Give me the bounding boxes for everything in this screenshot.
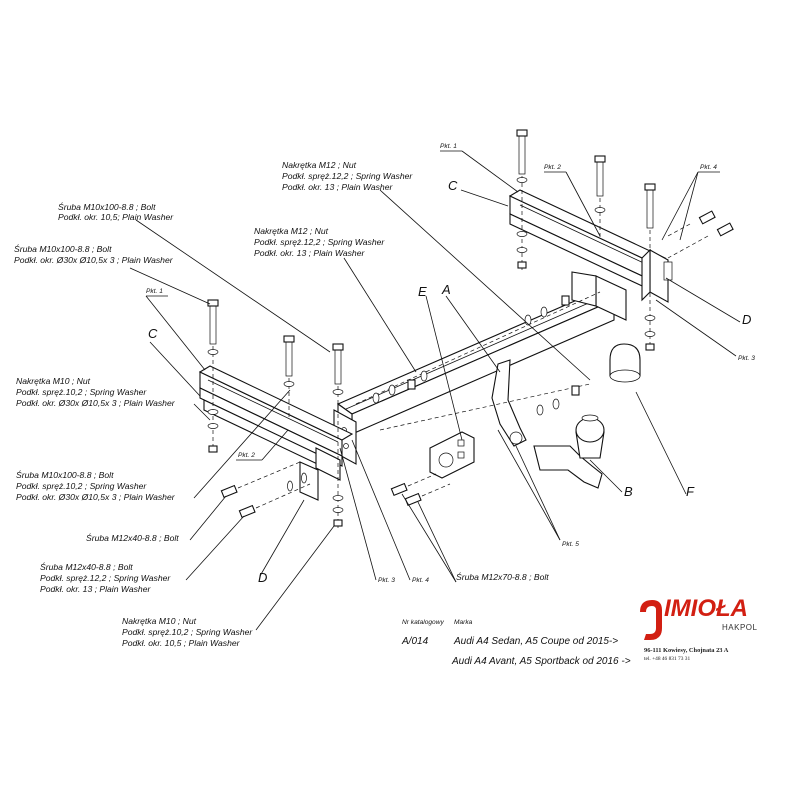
part-letter-e: E (418, 284, 427, 299)
part-letter-d-left: D (258, 570, 267, 585)
bracket-c-right (508, 189, 667, 293)
catalog-block: Nr katalogowy Marka A/014 Audi A4 Sedan,… (401, 619, 631, 667)
part-letter-f: F (686, 484, 695, 499)
bolts-m12x70 (390, 473, 451, 507)
nuts-crossbar (355, 291, 601, 431)
company-address: 96-111 Kowiesy, Chojnata 23 A (644, 647, 729, 654)
part-letter-d-right: D (742, 312, 751, 327)
pkt-1-label-left: Pkt. 1 (146, 288, 163, 295)
bolts-horizontal-right (667, 210, 734, 259)
bolts-vertical-left (207, 299, 344, 528)
catalog-number: A/014 (401, 636, 429, 647)
callout-nut-m10-bottom: Nakrętka M10 ; Nut Podkł. spręż.10,2 ; S… (122, 616, 253, 648)
svg-text:Podkł. spręż.10,2 ; Spring Was: Podkł. spręż.10,2 ; Spring Washer (122, 627, 253, 637)
socket-plate-e (429, 431, 475, 479)
catalog-nr-label: Nr katalogowy (402, 619, 444, 626)
svg-text:Nakrętka M12 ; Nut: Nakrętka M12 ; Nut (282, 160, 357, 170)
bolts-vertical-right (516, 129, 656, 351)
callout-bolt-m10-low: Śruba M10x100-8.8 ; Bolt Podkł. spręż.10… (16, 469, 176, 502)
catalog-vehicle-line-2: Audi A4 Avant, A5 Sportback od 2016 -> (451, 656, 631, 667)
side-plate-d-right (641, 248, 673, 303)
pkt-4-label-bottom: Pkt. 4 (412, 577, 429, 584)
callout-bolt-m12x40-b: Śruba M12x40-8.8 ; Bolt Podkł. spręż.12,… (40, 561, 171, 594)
company-phone: tel. +48 46 831 73 31 (644, 656, 690, 662)
reference-labels: Pkt. 1 Pkt. 2 Pkt. 4 Pkt. 3 Pkt. 1 Pkt. … (146, 143, 755, 585)
svg-text:Nakrętka M10 ; Nut: Nakrętka M10 ; Nut (16, 376, 91, 386)
ball-cap-f (609, 343, 641, 383)
callout-bolt-m12x70: Śruba M12x70-8.8 ; Bolt (456, 571, 549, 582)
svg-text:Podkł. okr. 13 ; Plain Washer: Podkł. okr. 13 ; Plain Washer (40, 584, 151, 594)
pkt-5-label: Pkt. 5 (562, 541, 579, 548)
svg-text:Podkł. spręż.12,2 ; Spring Was: Podkł. spręż.12,2 ; Spring Washer (254, 237, 385, 247)
callout-bolt-m10-left: Śruba M10x100-8.8 ; Bolt Podkł. okr. Ø30… (14, 243, 174, 265)
svg-text:Śruba M10x100-8.8 ; Bolt: Śruba M10x100-8.8 ; Bolt (58, 201, 156, 212)
part-letter-b: B (624, 484, 633, 499)
svg-text:Podkł. okr. 10,5; Plain Washe: Podkł. okr. 10,5; Plain Washer (58, 212, 174, 222)
pkt-4-label-top: Pkt. 4 (700, 164, 717, 171)
catalog-vehicle-line-1: Audi A4 Sedan, A5 Coupe od 2015-> (453, 636, 618, 647)
callout-nut-m12-mid: Nakrętka M12 ; Nut Podkł. spręż.12,2 ; S… (254, 226, 385, 258)
svg-text:Śruba M12x40-8.8 ; Bolt: Śruba M12x40-8.8 ; Bolt (86, 532, 179, 543)
svg-text:Podkł. spręż.12,2 ; Spring Was: Podkł. spręż.12,2 ; Spring Washer (282, 171, 413, 181)
callout-bolt-m12x40-a: Śruba M12x40-8.8 ; Bolt (86, 532, 179, 543)
pkt-2-label-left: Pkt. 2 (238, 452, 255, 459)
callout-nut-m10-left: Nakrętka M10 ; Nut Podkł. spręż.10,2 ; S… (16, 376, 176, 408)
company-logo-text: IMIOŁA (664, 595, 748, 622)
callout-nut-m12-top: Nakrętka M12 ; Nut Podkł. spręż.12,2 ; S… (282, 160, 413, 192)
company-logo-sub: HAKPOL (722, 623, 758, 632)
pkt-1-label-top: Pkt. 1 (440, 143, 457, 150)
svg-text:Śruba M10x100-8.8 ; Bolt: Śruba M10x100-8.8 ; Bolt (14, 243, 112, 254)
svg-text:Śruba M12x40-8.8 ; Bolt: Śruba M12x40-8.8 ; Bolt (40, 561, 133, 572)
svg-text:Nakrętka M12 ; Nut: Nakrętka M12 ; Nut (254, 226, 329, 236)
svg-text:Śruba M12x70-8.8 ; Bolt: Śruba M12x70-8.8 ; Bolt (456, 571, 549, 582)
svg-text:Podkł. okr. 13 ; Plain Washer: Podkł. okr. 13 ; Plain Washer (282, 182, 393, 192)
svg-text:Podkł. spręż.10,2 ; Spring Was: Podkł. spręż.10,2 ; Spring Washer (16, 387, 147, 397)
pkt-3-label-right: Pkt. 3 (738, 355, 755, 362)
part-callouts: Nakrętka M12 ; Nut Podkł. spręż.12,2 ; S… (14, 160, 549, 648)
svg-text:Nakrętka M10 ; Nut: Nakrętka M10 ; Nut (122, 616, 197, 626)
part-letter-c-top: C (448, 178, 458, 193)
leader-lines (129, 150, 741, 631)
hakpol-hook-icon (640, 600, 662, 640)
svg-text:Podkł. okr. Ø30x Ø10,5x 3 ; P: Podkł. okr. Ø30x Ø10,5x 3 ; Plain Washer (16, 492, 176, 502)
svg-text:Podkł. okr. Ø30x Ø10,5x 3 ; P: Podkł. okr. Ø30x Ø10,5x 3 ; Plain Washer (14, 255, 174, 265)
pkt-3-label-bottom: Pkt. 3 (378, 577, 395, 584)
callout-bolt-m10-top: Śruba M10x100-8.8 ; Bolt Podkł. okr. 10,… (58, 201, 174, 222)
catalog-marka-label: Marka (454, 619, 473, 626)
hanger-arm (491, 359, 527, 447)
side-plate-d-left (299, 447, 341, 501)
tow-ball-b (533, 414, 605, 489)
svg-text:Podkł. okr. Ø30x Ø10,5x 3 ; P: Podkł. okr. Ø30x Ø10,5x 3 ; Plain Washer (16, 398, 176, 408)
bolts-horizontal-left (220, 461, 311, 519)
svg-text:Podkł. okr. 13 ; Plain Washer: Podkł. okr. 13 ; Plain Washer (254, 248, 365, 258)
svg-text:Śruba M10x100-8.8 ; Bolt: Śruba M10x100-8.8 ; Bolt (16, 469, 114, 480)
part-letter-a: A (441, 282, 451, 297)
company-logo: IMIOŁA HAKPOL 96-111 Kowiesy, Chojnata 2… (640, 595, 758, 662)
pkt-2-label-top: Pkt. 2 (544, 164, 561, 171)
svg-text:Podkł. spręż.12,2 ; Spring Was: Podkł. spręż.12,2 ; Spring Washer (40, 573, 171, 583)
part-letter-c-left: C (148, 326, 158, 341)
svg-text:Podkł. okr. 10,5 ; Plain Wash: Podkł. okr. 10,5 ; Plain Washer (122, 638, 241, 648)
svg-text:Podkł. spręż.10,2 ; Spring Was: Podkł. spręż.10,2 ; Spring Washer (16, 481, 147, 491)
